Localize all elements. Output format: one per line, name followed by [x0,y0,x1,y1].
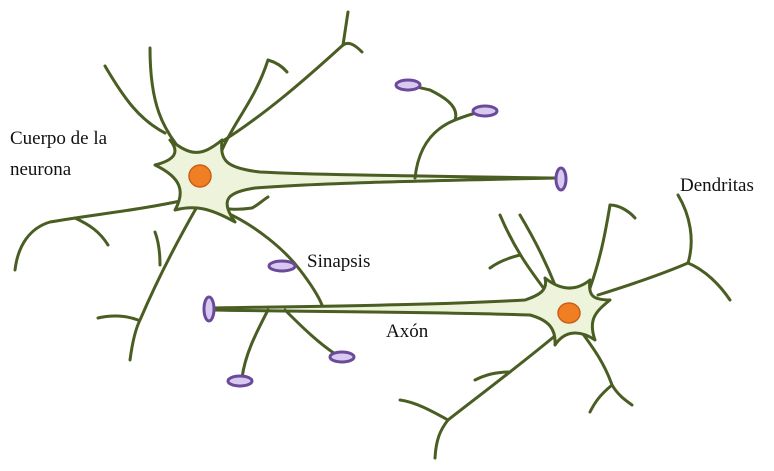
dendrites-label: Dendritas [680,172,754,199]
synapse-label: Sinapsis [307,248,370,275]
neuron-2 [204,195,730,458]
synaptic-terminal [228,376,252,386]
neuron-1-axon-collateral [408,85,456,178]
neuron-1-nucleus [189,165,211,187]
neuron-1-cell-body [155,140,555,222]
axon-terminal [204,297,214,321]
axon-terminal [556,168,566,190]
synaptic-terminal [473,106,497,116]
cell-body-label-line2: neurona [10,156,71,183]
neuron-2-axon-collateral [242,310,268,378]
cell-body-label-line1: Cuerpo de la [10,125,107,152]
synaptic-terminal [330,352,354,362]
neuron-2-nucleus [558,303,580,323]
synaptic-terminal [396,80,420,90]
axon-label: Axón [386,318,428,345]
synapse-terminal [269,261,295,271]
